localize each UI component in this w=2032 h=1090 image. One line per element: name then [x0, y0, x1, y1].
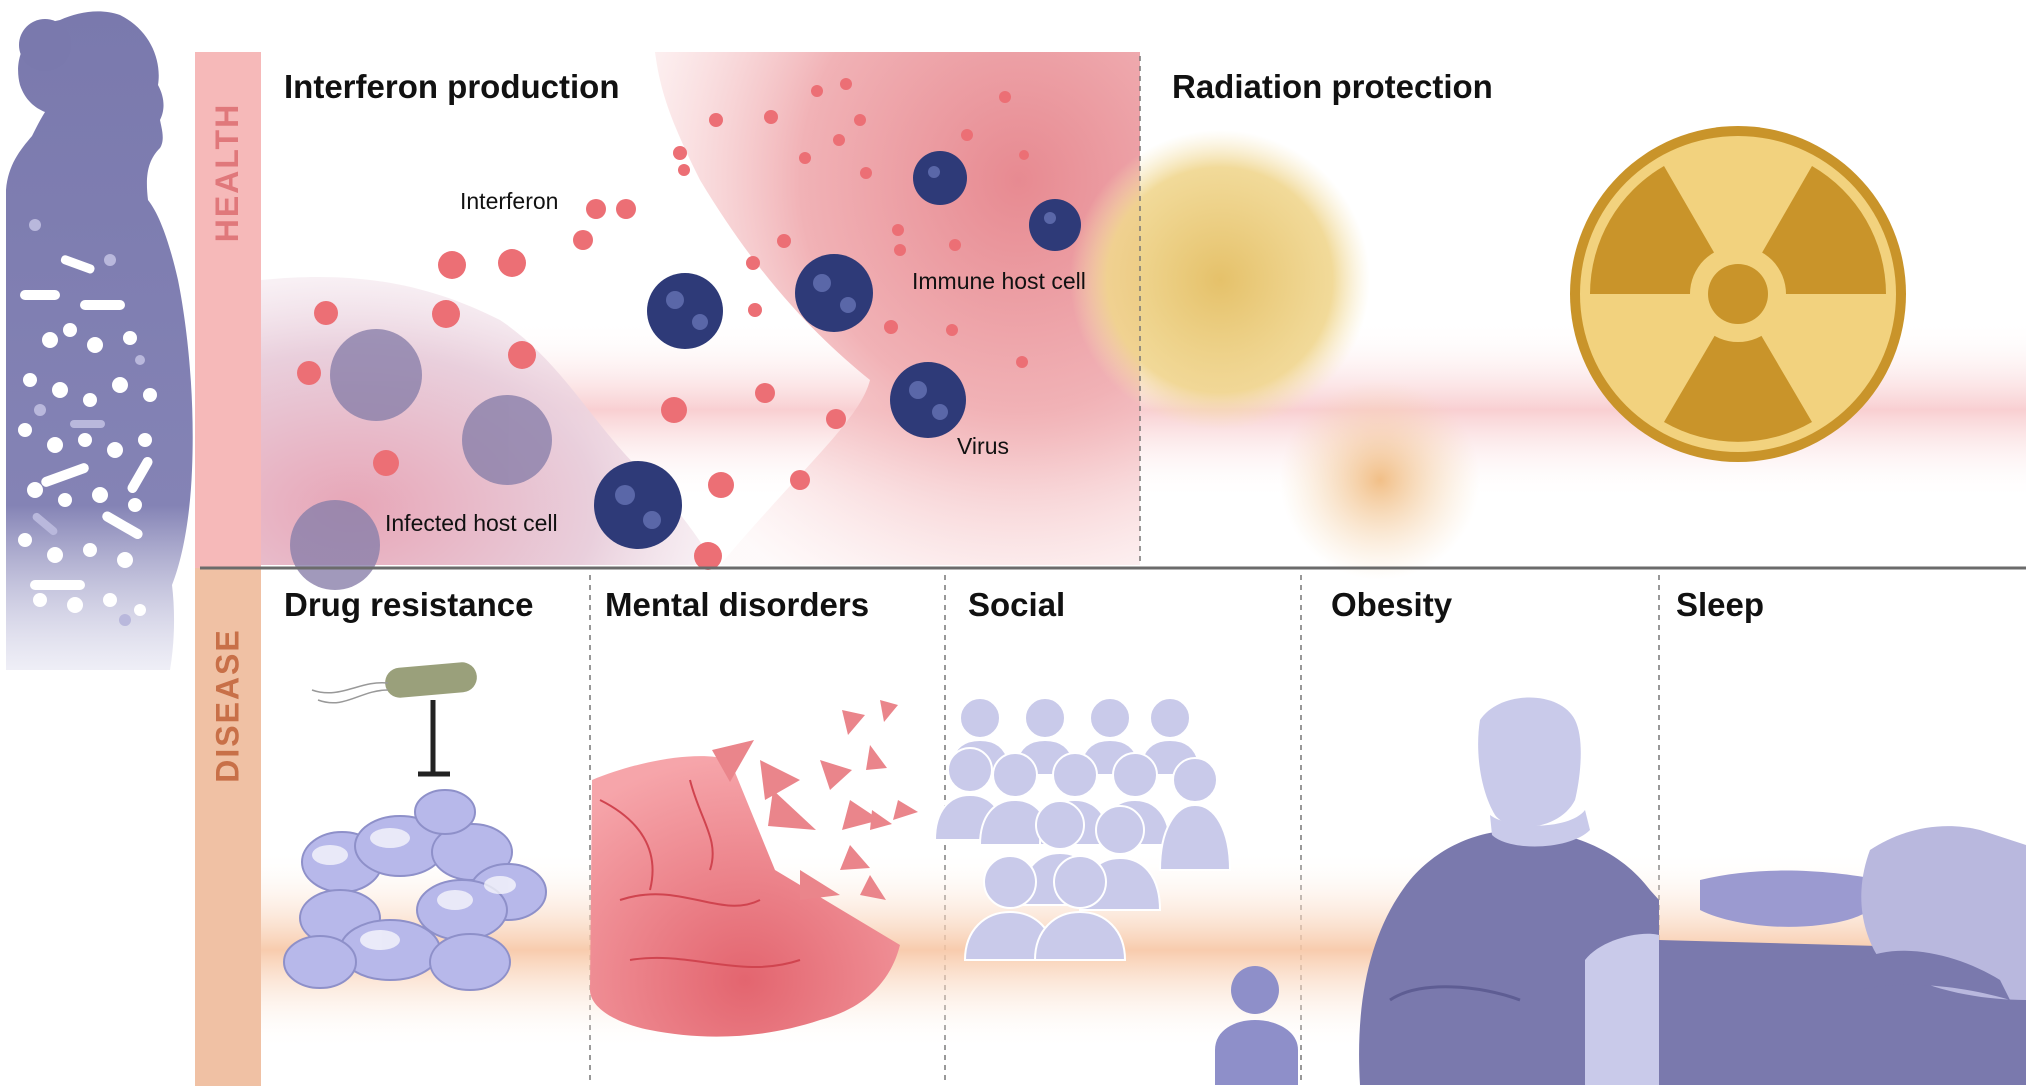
sleep-title: Sleep	[1676, 586, 1765, 623]
isolated-person	[1215, 966, 1298, 1085]
brain-illustration	[590, 700, 918, 1037]
blurred-radiation-symbol	[1070, 130, 1480, 580]
disease-band	[195, 568, 261, 1086]
infected-host-cell-label: Infected host cell	[385, 510, 558, 536]
social-title: Social	[968, 586, 1066, 623]
virus-particles	[290, 151, 1081, 590]
radiation-protection-title: Radiation protection	[1172, 68, 1493, 105]
health-side-label: HEALTH	[209, 102, 246, 242]
drug-resistance-title: Drug resistance	[284, 586, 534, 623]
microbiome-woman-silhouette	[6, 11, 193, 670]
immune-host-cell-label: Immune host cell	[912, 268, 1086, 294]
sleeping-person	[1659, 826, 2026, 1085]
social-crowd	[933, 697, 1232, 961]
disease-side-label: DISEASE	[209, 627, 246, 783]
immune-host-cell	[655, 52, 1140, 565]
interferon-production-title: Interferon production	[284, 68, 620, 105]
interferon-molecules	[297, 78, 1029, 570]
drug-resistance-illustration	[283, 662, 547, 991]
virus-label: Virus	[957, 433, 1009, 459]
mental-disorders-title: Mental disorders	[605, 586, 870, 623]
obese-person	[1359, 697, 1659, 1085]
interferon-label: Interferon	[460, 188, 559, 214]
obesity-title: Obesity	[1331, 586, 1453, 623]
radiation-symbol	[1570, 126, 1906, 462]
health-band	[195, 52, 261, 568]
